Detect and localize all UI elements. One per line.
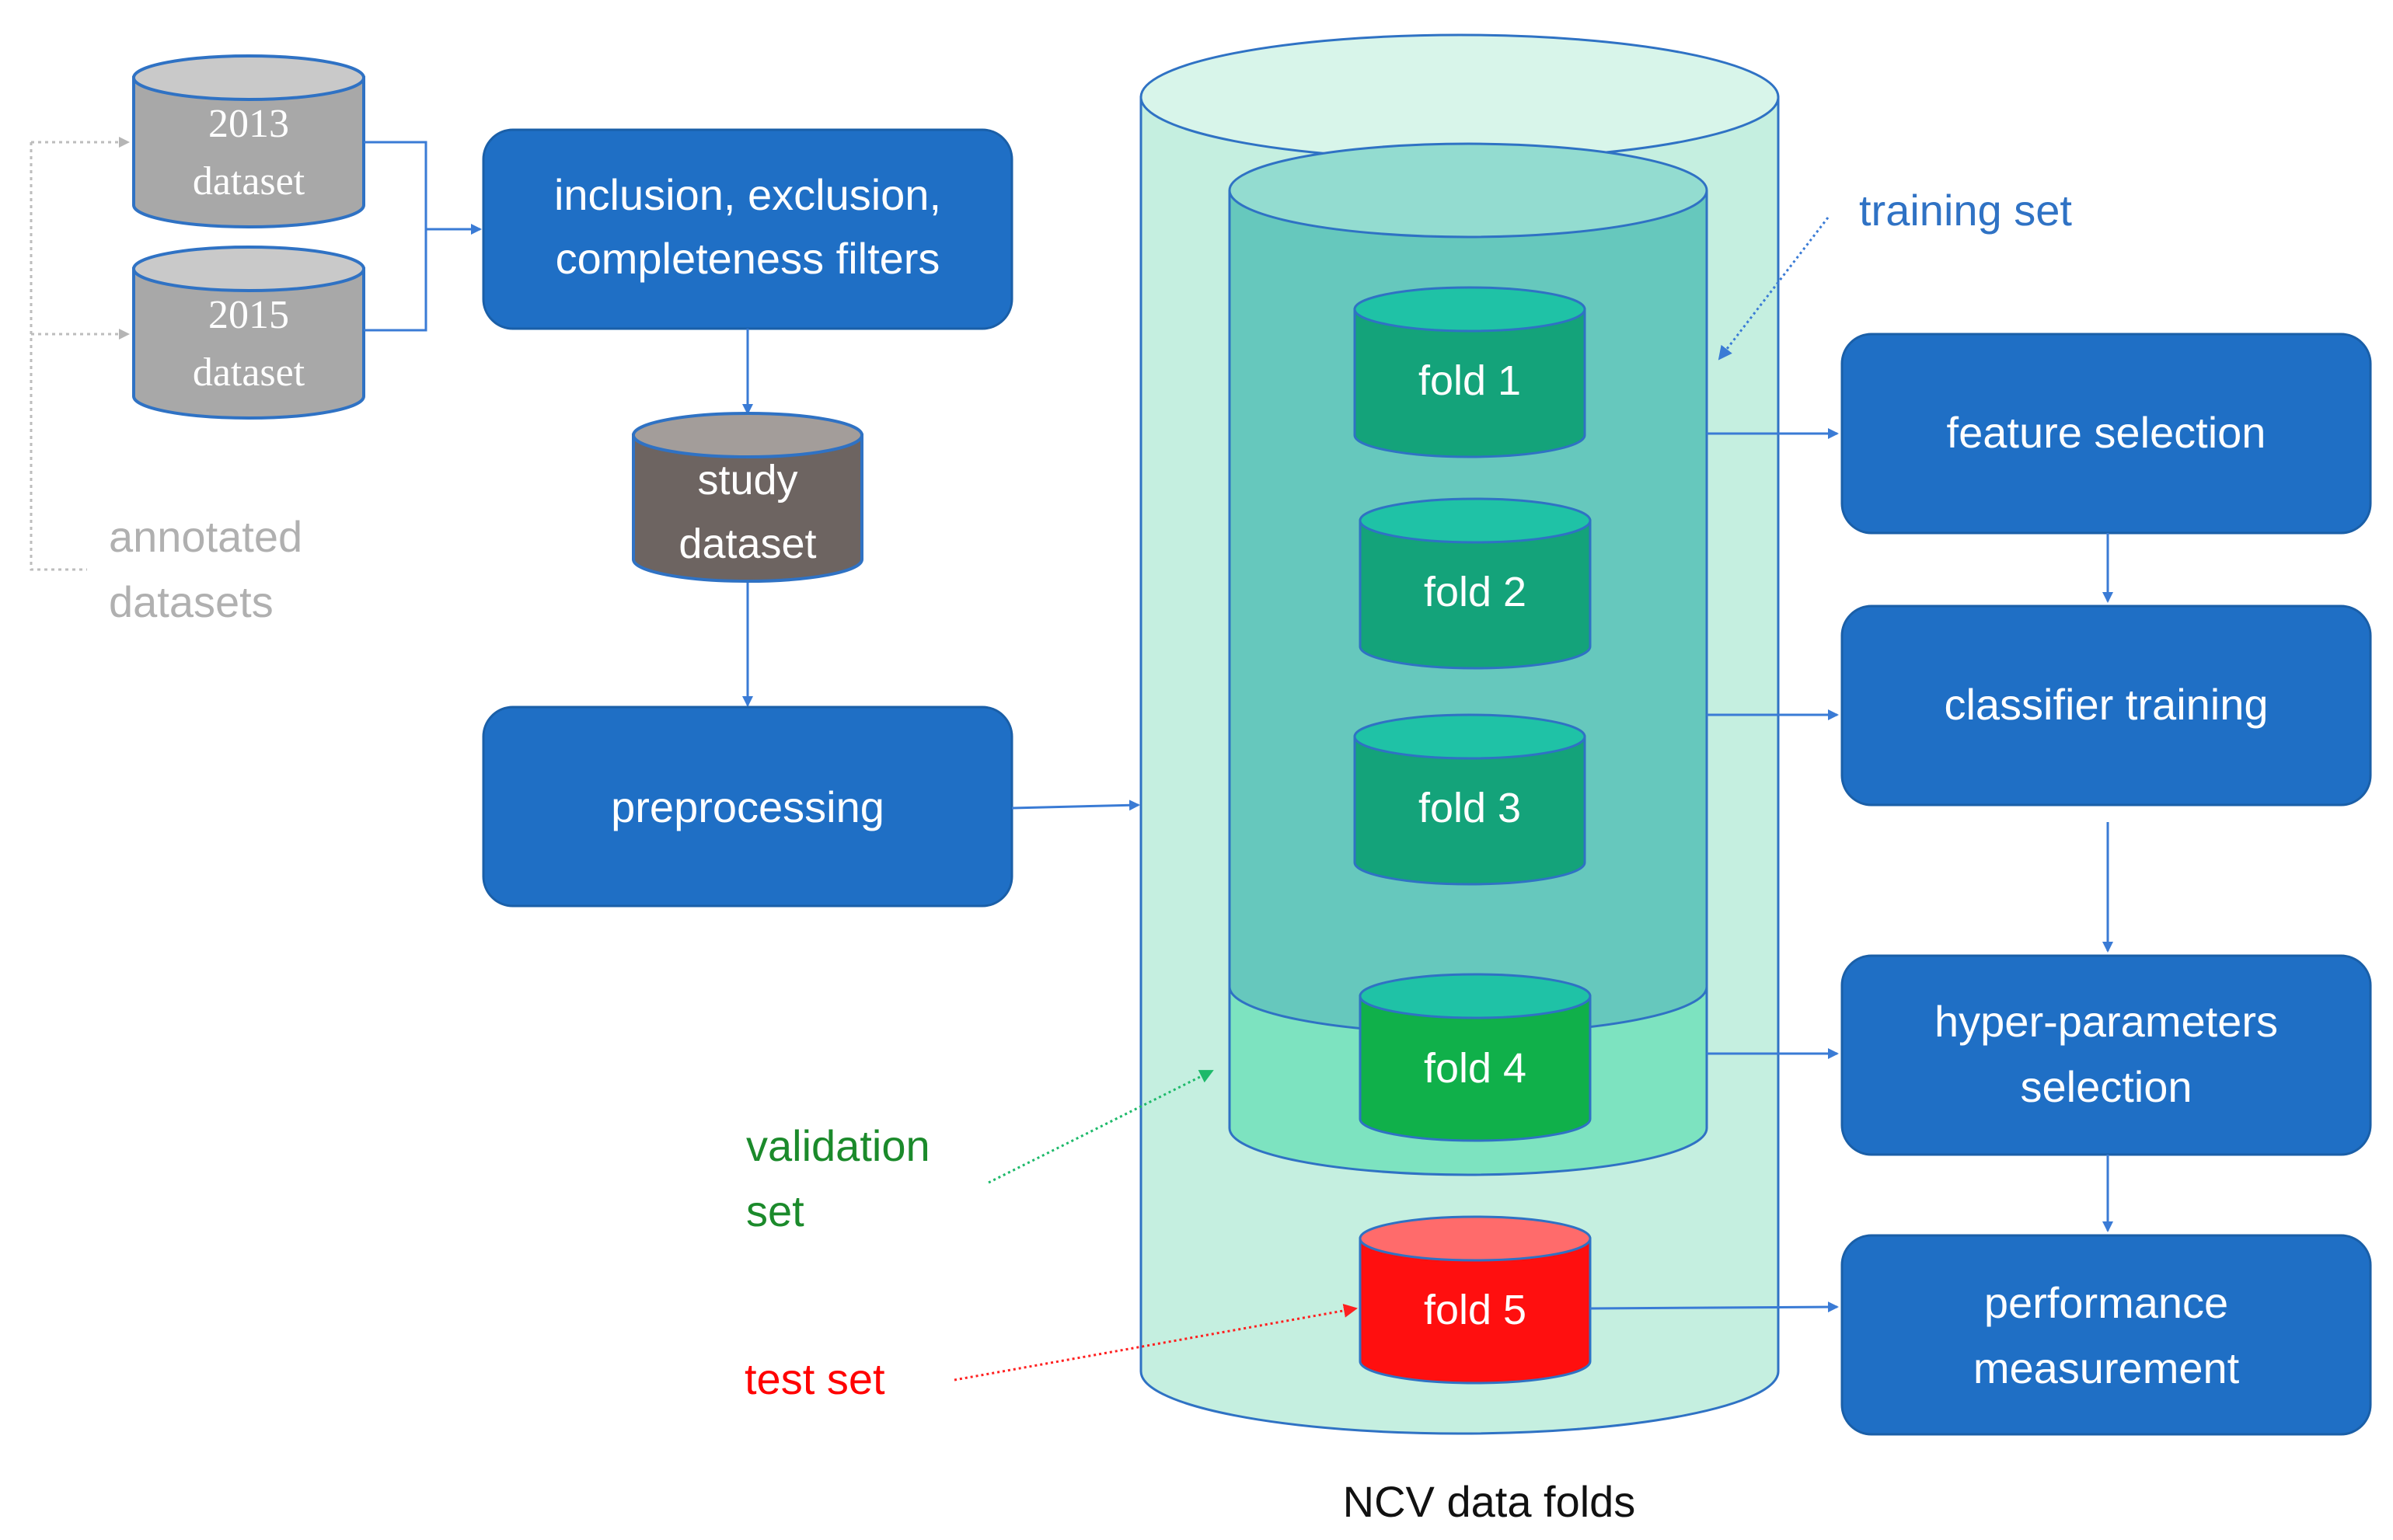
validation-set-pointer — [988, 1069, 1214, 1184]
hyper-parameters-label-line1: hyper-parameters — [1934, 997, 2278, 1046]
folds-to-steps-arrows — [1589, 428, 1839, 1313]
hyper-parameters-box: hyper-parameters selection — [1840, 954, 2372, 1156]
dataset-2013-cylinder: 2013 dataset — [132, 54, 365, 228]
annotated-bracket — [30, 137, 130, 571]
feature-selection-label: feature selection — [1947, 408, 2266, 457]
filters-box: inclusion, exclusion, completeness filte… — [482, 128, 1013, 330]
datasets-to-filters-connector — [364, 141, 482, 332]
fold-4-label: fold 4 — [1424, 1045, 1526, 1092]
training-set-label: training set — [1859, 186, 2072, 235]
classifier-training-box: classifier training — [1840, 605, 2372, 807]
ncv-caption: NCV data folds — [1343, 1477, 1636, 1526]
annotated-datasets-line2: datasets — [109, 577, 274, 626]
dataset-2015-cylinder: 2015 dataset — [132, 246, 365, 420]
performance-label-line2: measurement — [1973, 1343, 2240, 1392]
feature-selection-box: feature selection — [1840, 333, 2372, 535]
fold-1-cylinder: fold 1 — [1353, 286, 1586, 458]
validation-set-label-line2: set — [746, 1186, 804, 1235]
preprocessing-label: preprocessing — [611, 782, 884, 831]
fold-5-cylinder: fold 5 — [1359, 1215, 1592, 1385]
fold-1-label: fold 1 — [1418, 357, 1521, 404]
dataset-2015-year: 2015 — [208, 293, 289, 337]
fold-2-label: fold 2 — [1424, 569, 1526, 615]
fold-4-cylinder: fold 4 — [1359, 973, 1592, 1142]
preprocessing-to-folds-arrow — [1011, 800, 1140, 811]
dataset-2013-year: 2013 — [208, 102, 289, 146]
performance-label-line1: performance — [1984, 1278, 2228, 1327]
fold-3-label: fold 3 — [1418, 785, 1521, 831]
study-dataset-line1: study — [697, 457, 797, 503]
test-set-label: test set — [745, 1354, 885, 1403]
filters-box-line1: inclusion, exclusion, — [554, 170, 941, 219]
dataset-2013-label: dataset — [193, 159, 305, 204]
filters-box-line2: completeness filters — [556, 234, 940, 283]
hyper-parameters-label-line2: selection — [2020, 1062, 2192, 1111]
classifier-training-label: classifier training — [1944, 680, 2268, 729]
training-set-pointer — [1718, 217, 1830, 361]
fold-3-cylinder: fold 3 — [1353, 713, 1586, 886]
validation-set-label-line1: validation — [746, 1121, 930, 1170]
performance-measurement-box: performance measurement — [1840, 1234, 2372, 1436]
dataset-2015-label: dataset — [193, 350, 305, 395]
study-dataset-cylinder: study dataset — [632, 412, 863, 583]
study-dataset-line2: dataset — [678, 521, 816, 567]
annotated-datasets-line1: annotated — [109, 512, 302, 561]
fold-2-cylinder: fold 2 — [1359, 497, 1592, 670]
preprocessing-box: preprocessing — [482, 706, 1013, 908]
fold-5-label: fold 5 — [1424, 1287, 1526, 1333]
